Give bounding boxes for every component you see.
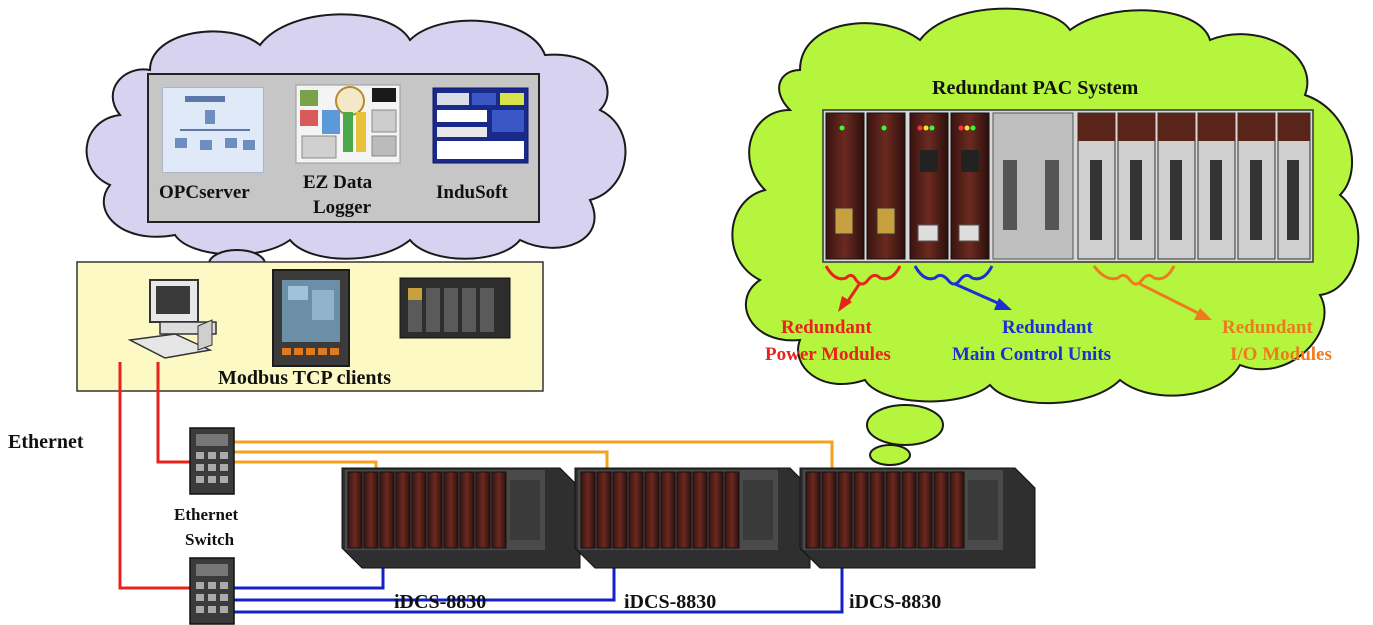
io-arrow [1139, 282, 1201, 316]
mcu-label-line2: Main Control Units [952, 344, 1111, 365]
mcu-arrow [954, 282, 1001, 306]
ethernet-switch-bottom [189, 557, 235, 625]
ethernet-switch-top [189, 427, 235, 495]
ez-data-logger-label-line1: EZ Data [303, 172, 373, 193]
indusoft-label: InduSoft [436, 182, 508, 203]
io-brace [1092, 265, 1176, 286]
opc-server-label: OPCserver [159, 182, 250, 203]
power-brace [824, 265, 902, 286]
touch-panel-icon [272, 269, 350, 367]
red-ethernet-cables [118, 362, 196, 590]
opc-server-screenshot [162, 87, 264, 173]
ethernet-label: Ethernet [8, 431, 84, 453]
power-label-line2: Power Modules [765, 344, 891, 365]
idcs-label-1: iDCS-8830 [394, 591, 486, 613]
ez-data-logger-screenshot [295, 84, 401, 164]
pac-system-title: Redundant PAC System [932, 77, 1139, 99]
pac-rack-large [822, 109, 1314, 263]
idcs-label-2: iDCS-8830 [624, 591, 716, 613]
pc-icon [127, 279, 217, 359]
idcs-rack-2 [574, 467, 811, 569]
io-label-line2: I/O Modules [1230, 344, 1332, 365]
modbus-clients-label: Modbus TCP clients [218, 367, 391, 389]
idcs-rack-1 [341, 467, 581, 569]
io-arrow-head [1194, 308, 1212, 320]
power-arrow-head [838, 296, 852, 312]
mcu-arrow-head [994, 298, 1012, 310]
power-label-line1: Redundant [781, 317, 872, 338]
switch-label-line1: Ethernet [174, 505, 239, 524]
idcs-rack-3 [799, 467, 1036, 569]
mcu-brace [913, 265, 994, 286]
ez-data-logger-label-line2: Logger [313, 197, 372, 218]
indusoft-screenshot [432, 87, 529, 164]
mcu-label-line1: Redundant [1002, 317, 1093, 338]
idcs-label-3: iDCS-8830 [849, 591, 941, 613]
io-label-line1: Redundant [1222, 317, 1313, 338]
pac-controller-icon [399, 277, 511, 339]
switch-label-line2: Switch [185, 530, 235, 549]
